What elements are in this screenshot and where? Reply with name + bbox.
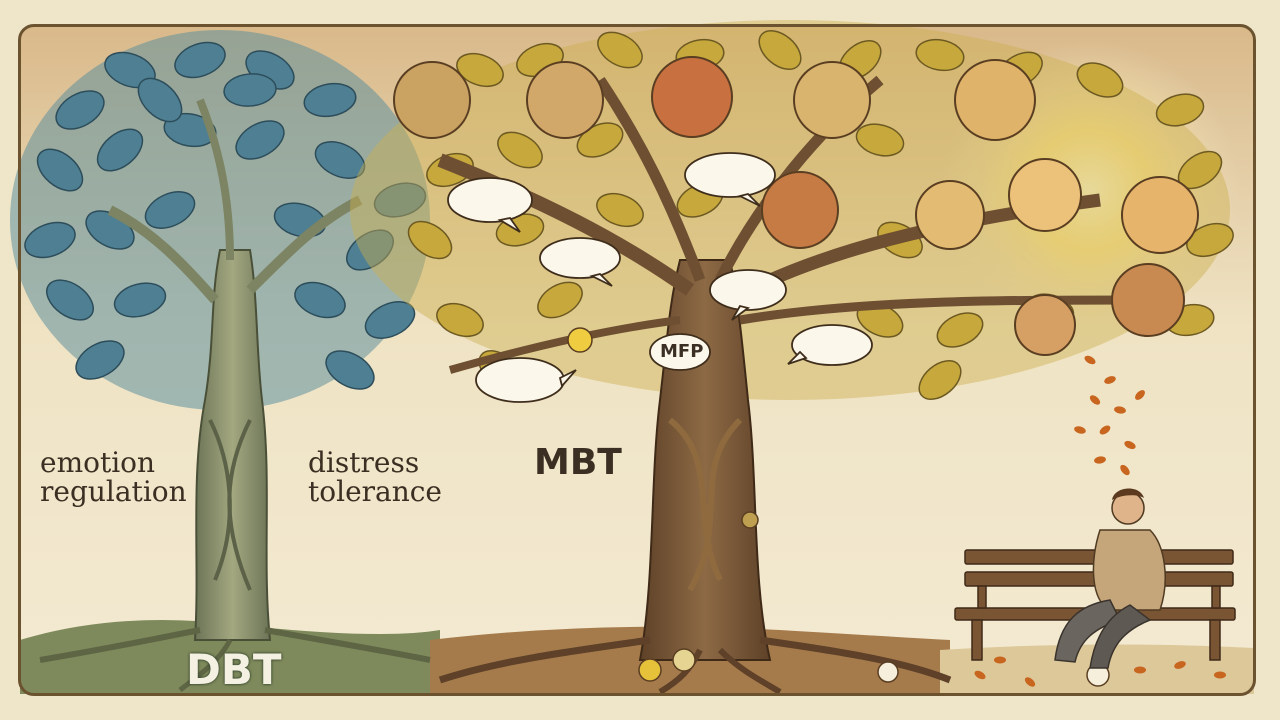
emotion-regulation-label: emotion regulation [40, 448, 187, 507]
distress-tolerance-label: distress tolerance [308, 448, 442, 507]
speech-bubble-icon [475, 357, 577, 403]
portrait-4 [793, 61, 871, 139]
person-icon [1054, 488, 1166, 669]
portrait-5 [954, 59, 1036, 141]
speech-bubble-icon [684, 152, 776, 207]
falling-leaves [974, 355, 1226, 687]
speech-bubble-icon [539, 237, 621, 287]
mfp-label: MFP [660, 341, 704, 362]
portrait-1 [393, 61, 471, 139]
smiley-icon [877, 661, 899, 683]
dbt-trunk [39, 98, 431, 692]
portrait-6 [761, 171, 839, 249]
smiley-icon [741, 511, 759, 529]
portrait-2 [526, 61, 604, 139]
portrait-10 [1014, 294, 1076, 356]
smiley-icon [567, 327, 593, 353]
speech-bubble-icon [709, 269, 787, 321]
tolerance-word: tolerance [308, 475, 442, 509]
portrait-7 [915, 180, 985, 250]
portrait-3 [651, 56, 733, 138]
portrait-medallions [393, 56, 1199, 356]
dbt-canopy [10, 30, 430, 410]
portrait-11 [1111, 263, 1185, 337]
speech-bubbles [447, 152, 873, 403]
ground-left [20, 620, 440, 694]
emotion-word: emotion [40, 446, 156, 479]
smiley-icon [672, 648, 696, 672]
portrait-9 [1121, 176, 1199, 254]
regulation-word: regulation [40, 475, 187, 509]
mbt-label: MBT [534, 442, 622, 483]
dbt-label: DBT [186, 645, 282, 694]
speech-bubble-icon [649, 333, 711, 371]
speech-bubble-icon [787, 324, 873, 366]
portrait-8 [1008, 158, 1082, 232]
distress-word: distress [308, 446, 420, 479]
smiley-icon [638, 658, 662, 682]
small-icons [567, 327, 1110, 687]
speech-bubble-icon [447, 177, 533, 233]
